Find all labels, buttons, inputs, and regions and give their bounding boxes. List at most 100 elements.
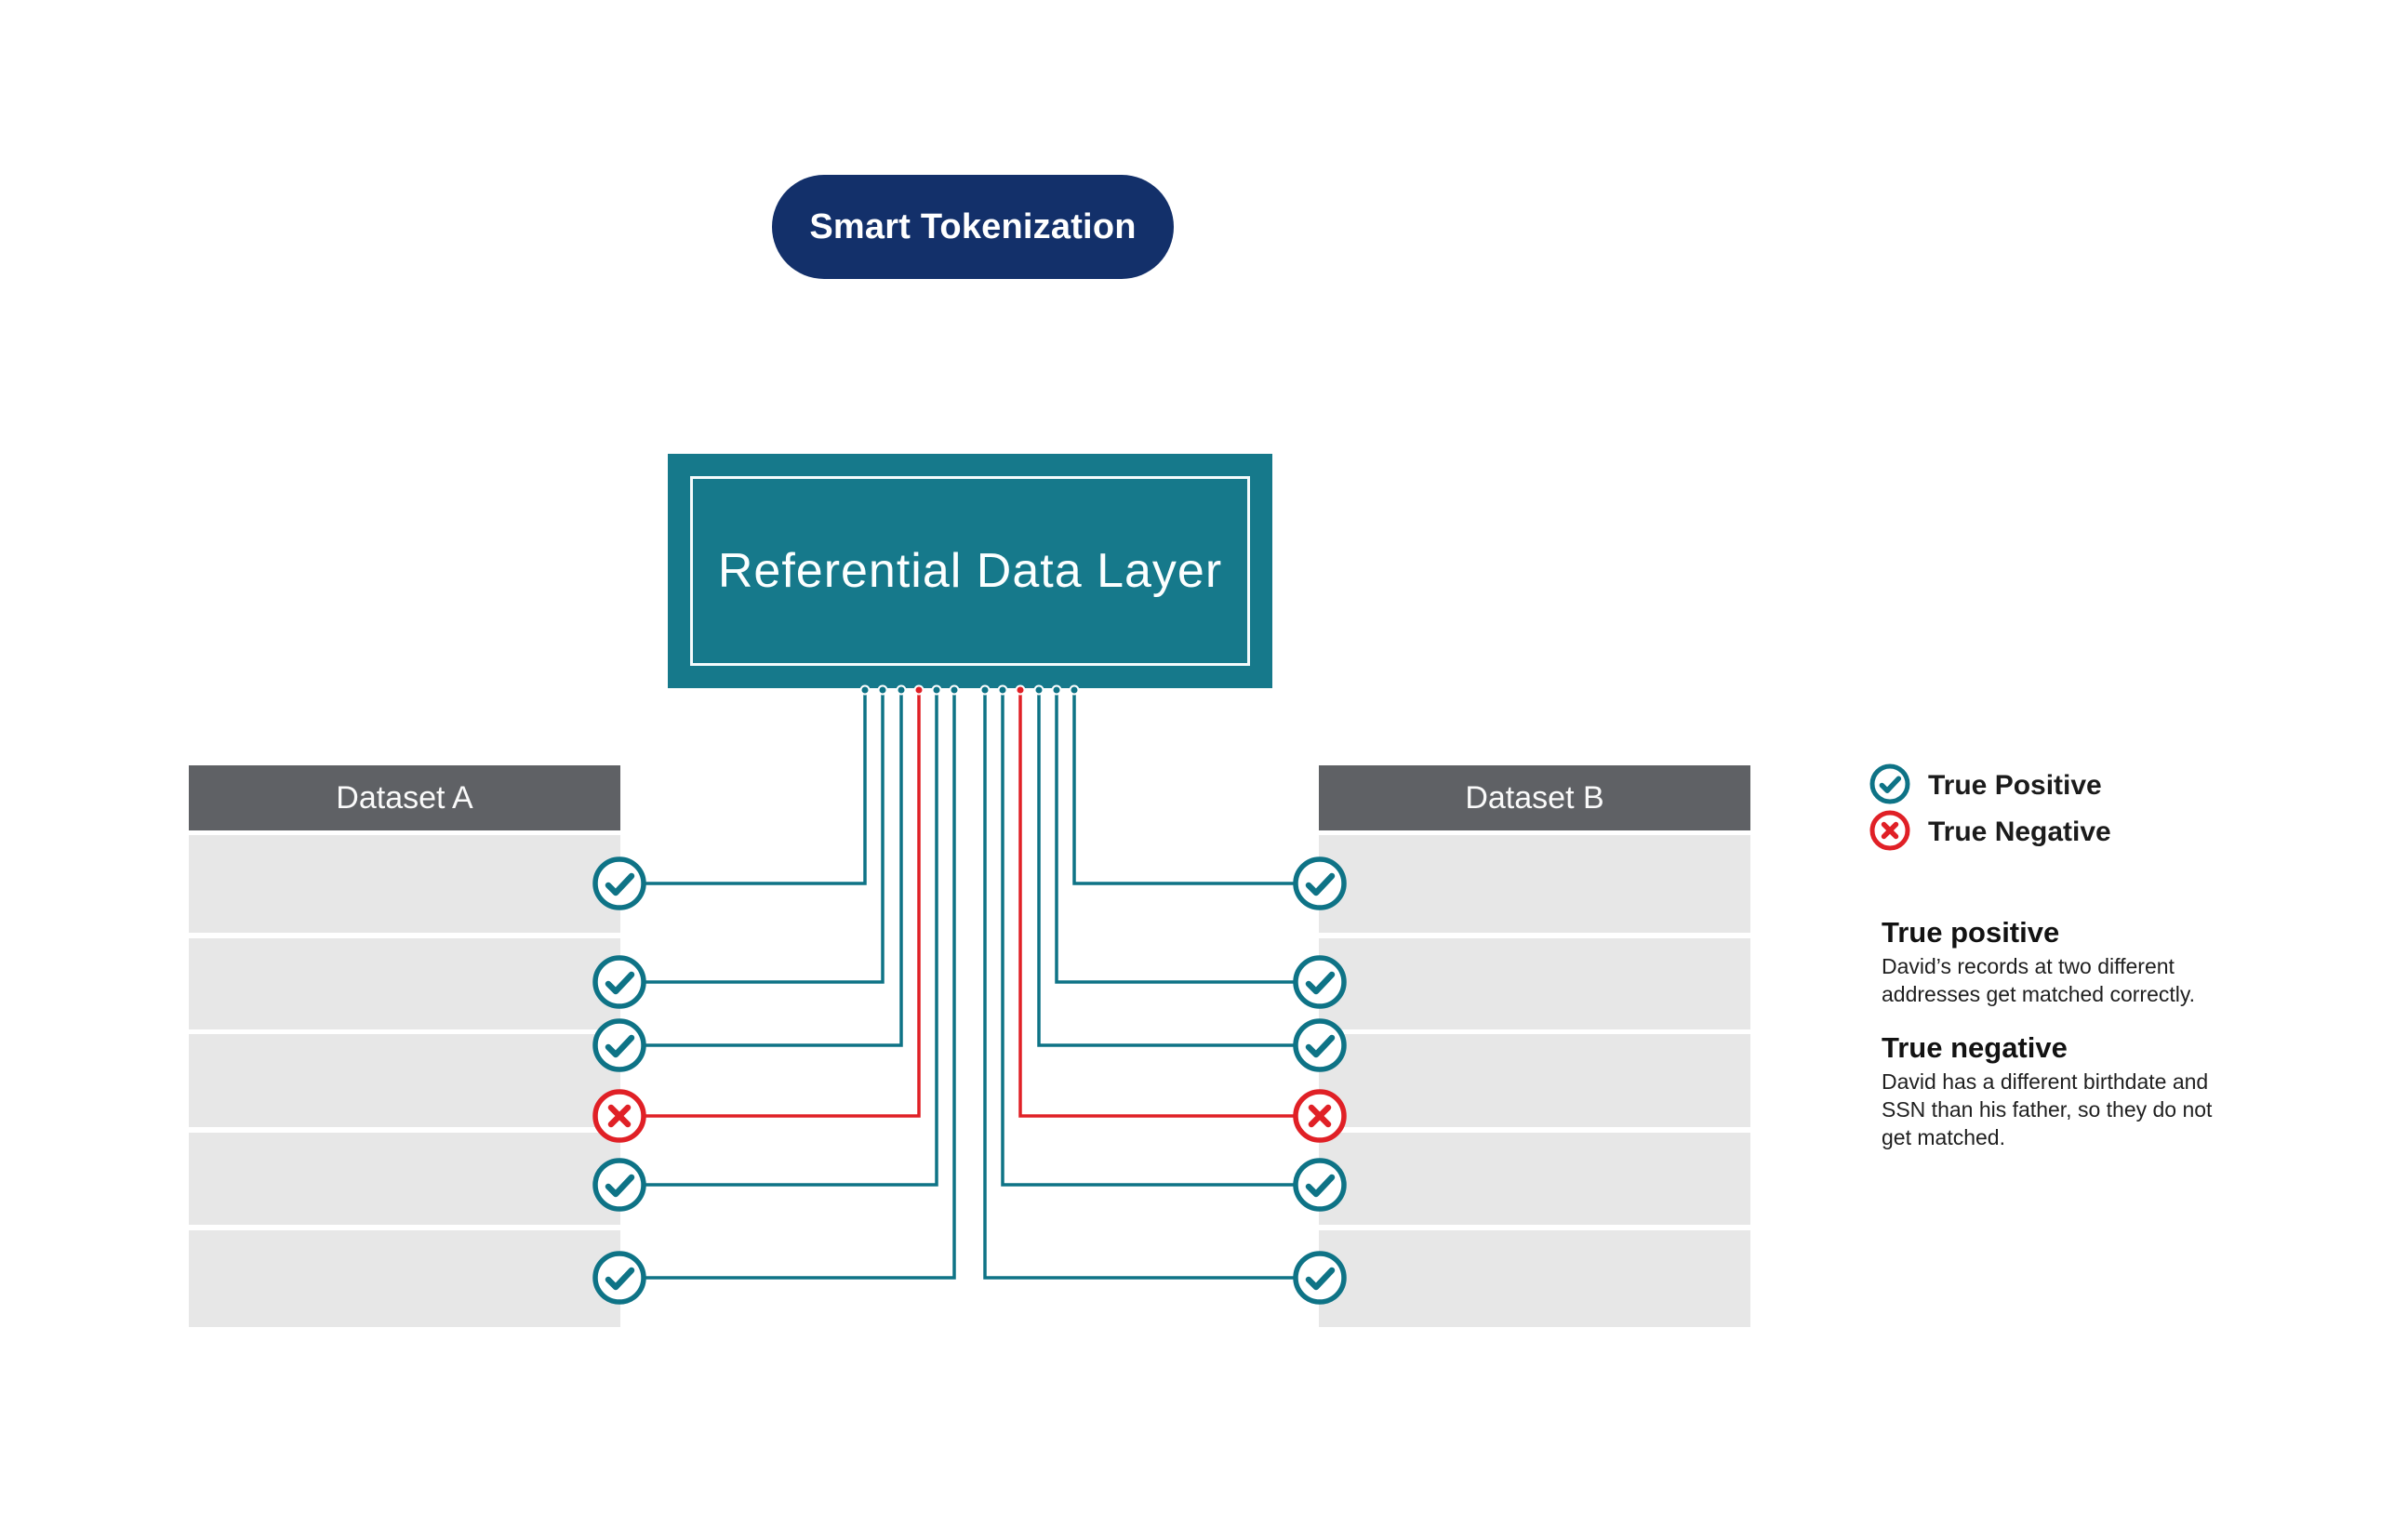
connector-line	[619, 690, 921, 1118]
connector-line	[619, 690, 903, 1047]
check-glyph	[1305, 971, 1336, 995]
port-dot	[1015, 684, 1026, 696]
true-positive-note-heading: True positive	[1882, 916, 2060, 949]
legend-item-true-positive: True Positive	[1869, 763, 2102, 810]
match-icon-circle	[592, 1251, 646, 1305]
core-box-inner-border	[690, 476, 1250, 666]
check-glyph	[605, 1174, 635, 1198]
connector-line	[619, 690, 867, 885]
check-icon	[1869, 763, 1910, 803]
true-positive-match-icon	[1293, 1251, 1347, 1305]
table-row	[189, 1034, 620, 1127]
port-dot	[1051, 684, 1062, 696]
connector-line	[1072, 690, 1320, 885]
true-negative-icon	[1869, 809, 1911, 856]
true-positive-match-icon	[592, 1158, 646, 1212]
true-positive-match-icon	[1293, 856, 1347, 910]
dataset-b-title: Dataset B	[1465, 779, 1604, 816]
table-row	[1319, 1230, 1750, 1327]
match-icon-circle	[1293, 1251, 1347, 1305]
check-glyph	[605, 1034, 635, 1058]
cross-glyph	[1308, 1104, 1332, 1128]
note-line: SSN than his father, so they do not	[1882, 1097, 2213, 1122]
true-positive-match-icon	[592, 1018, 646, 1072]
true-positive-match-icon	[592, 955, 646, 1009]
legend-icon-circle	[1869, 763, 1910, 803]
true-negative-note-heading: True negative	[1882, 1031, 2068, 1064]
connector-line	[619, 690, 956, 1280]
legend-item-true-negative: True Negative	[1869, 809, 2111, 856]
table-row	[189, 1133, 620, 1225]
check-glyph	[1879, 775, 1902, 793]
connector-line	[1018, 690, 1320, 1118]
match-icon-circle	[1293, 1158, 1347, 1212]
cross-glyph	[1881, 821, 1899, 839]
true-positive-icon	[1869, 763, 1911, 810]
dataset-a-table: Dataset A	[189, 765, 620, 1327]
true-positive-match-icon	[1293, 1018, 1347, 1072]
true-negative-note-body: David has a different birthdate and SSN …	[1882, 1068, 2212, 1151]
true-negative-match-icon	[1293, 1089, 1347, 1143]
smart-tokenization-label: Smart Tokenization	[809, 206, 1137, 246]
match-icon-circle	[592, 1018, 646, 1072]
note-line: David has a different birthdate and	[1882, 1069, 2209, 1094]
connector-line	[983, 690, 1320, 1280]
match-icon-circle	[592, 1158, 646, 1212]
dataset-b-header: Dataset B	[1319, 765, 1750, 830]
note-line: get matched.	[1882, 1125, 2005, 1149]
table-row	[1319, 938, 1750, 1029]
port-dot	[913, 684, 924, 696]
table-row	[1319, 835, 1750, 933]
table-row	[189, 835, 620, 933]
dataset-a-title: Dataset A	[336, 779, 473, 816]
referential-data-layer-box: Referential Data Layer	[668, 454, 1272, 688]
check-glyph	[1305, 1034, 1336, 1058]
true-positive-note-body: David’s records at two different address…	[1882, 952, 2195, 1008]
true-positive-match-icon	[1293, 955, 1347, 1009]
match-icon-circle	[592, 955, 646, 1009]
port-dot	[859, 684, 871, 696]
legend-label: True Negative	[1928, 816, 2111, 847]
port-dot	[1069, 684, 1080, 696]
cross-icon	[1869, 810, 1910, 850]
cross-glyph	[607, 1104, 632, 1128]
port-dot	[896, 684, 907, 696]
dataset-b-table: Dataset B	[1319, 765, 1750, 1327]
check-glyph	[605, 872, 635, 896]
connector-line	[619, 690, 885, 984]
port-dot	[931, 684, 942, 696]
connector-line	[1055, 690, 1320, 984]
check-glyph	[1305, 1174, 1336, 1198]
connector-line	[619, 690, 938, 1187]
port-dot	[997, 684, 1008, 696]
match-icon-circle	[1293, 856, 1347, 910]
connector-line	[1001, 690, 1320, 1187]
check-glyph	[1305, 872, 1336, 896]
port-dot	[877, 684, 888, 696]
table-row	[189, 938, 620, 1029]
table-row	[189, 1230, 620, 1327]
match-icon-circle	[592, 856, 646, 910]
check-glyph	[605, 1267, 635, 1291]
legend-label: True Positive	[1928, 770, 2102, 801]
port-dot	[949, 684, 960, 696]
port-dot	[1033, 684, 1044, 696]
dataset-a-header: Dataset A	[189, 765, 620, 830]
connector-line	[1037, 690, 1320, 1047]
note-line: David’s records at two different	[1882, 954, 2175, 978]
table-row	[1319, 1034, 1750, 1127]
port-dot	[979, 684, 991, 696]
true-positive-match-icon	[592, 856, 646, 910]
table-row	[1319, 1133, 1750, 1225]
referential-data-layer-label: Referential Data Layer	[717, 544, 1223, 598]
note-line: addresses get matched correctly.	[1882, 982, 2196, 1006]
check-glyph	[605, 971, 635, 995]
true-positive-match-icon	[592, 1251, 646, 1305]
true-positive-match-icon	[1293, 1158, 1347, 1212]
smart-tokenization-pill: Smart Tokenization	[772, 175, 1174, 279]
match-icon-circle	[1293, 1018, 1347, 1072]
true-negative-match-icon	[592, 1089, 646, 1143]
check-glyph	[1305, 1267, 1336, 1291]
